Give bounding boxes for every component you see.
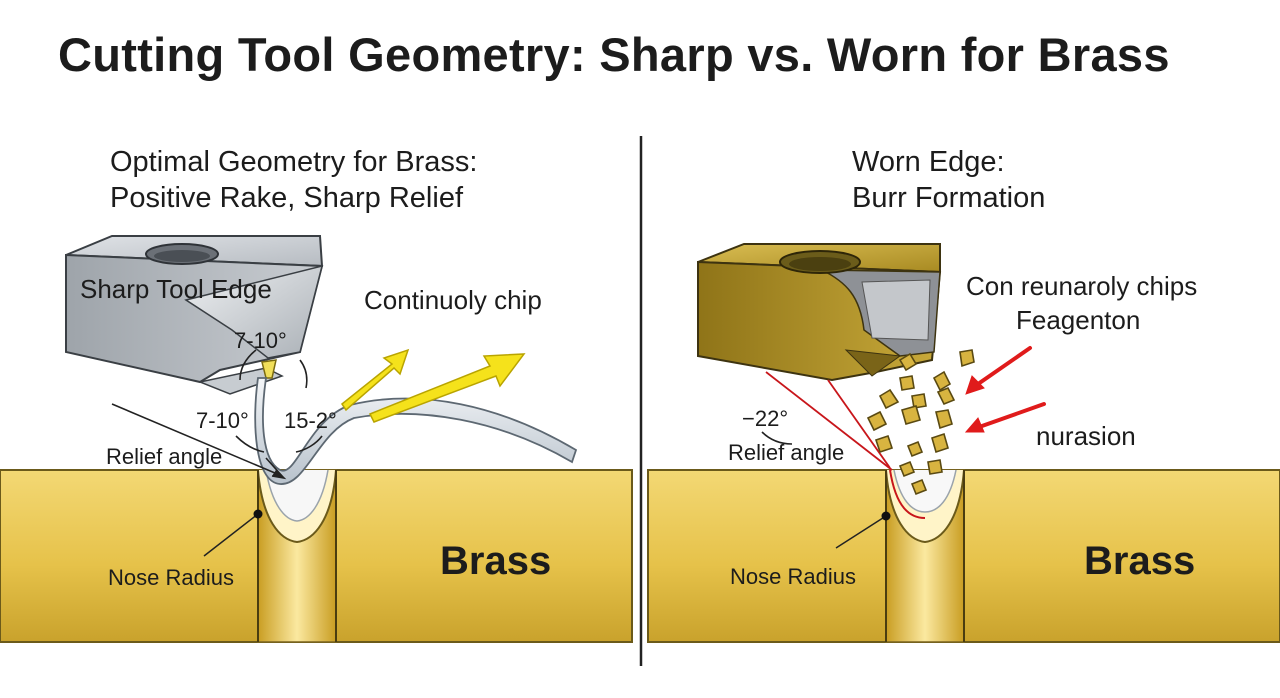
relief-angle-label-right: Relief angle [728, 440, 845, 465]
left-heading-line1: Optimal Geometry for Brass: [110, 146, 478, 178]
angle-label-right: −22° [742, 406, 789, 431]
nose-radius-label-left: Nose Radius [108, 565, 234, 590]
chip-label: Continuoly chip [364, 285, 542, 315]
brass-label-right: Brass [1084, 539, 1196, 583]
angle-guides-right [761, 431, 793, 445]
relief-angle-label-left: Relief angle [106, 444, 223, 469]
worn-tool-insert [697, 243, 942, 382]
left-heading-line2: Positive Rake, Sharp Relief [110, 182, 463, 214]
sharp-tool-insert [65, 235, 324, 395]
nose-radius-label-right: Nose Radius [730, 564, 856, 589]
brass-workpiece-right [647, 469, 1280, 643]
chips-label-line2: Feagenton [1016, 305, 1141, 335]
chip-flow-arrows [340, 348, 526, 423]
relief-lines-right [765, 371, 893, 471]
angle-right-label: 15-2° [284, 408, 337, 433]
abrasion-arrows [964, 346, 1046, 433]
angle-guides-left [111, 349, 323, 480]
abrasion-label: nurasion [1036, 421, 1136, 451]
angle-left-label: 7-10° [196, 408, 249, 433]
right-heading-line1: Worn Edge: [852, 146, 1005, 178]
burr-chip-fragments [866, 349, 975, 496]
brass-workpiece-left [0, 469, 633, 643]
nose-radius-marker-left [203, 509, 263, 557]
brass-label-left: Brass [440, 539, 552, 583]
angle-top-label: 7-10° [234, 328, 287, 353]
page-title: Cutting Tool Geometry: Sharp vs. Worn fo… [58, 28, 1170, 81]
sharp-tool-label: Sharp Tool Edge [80, 274, 272, 304]
right-heading-line2: Burr Formation [852, 182, 1046, 214]
chips-label-line1: Con reunaroly chips [966, 271, 1198, 301]
nose-radius-marker-right [835, 511, 891, 549]
